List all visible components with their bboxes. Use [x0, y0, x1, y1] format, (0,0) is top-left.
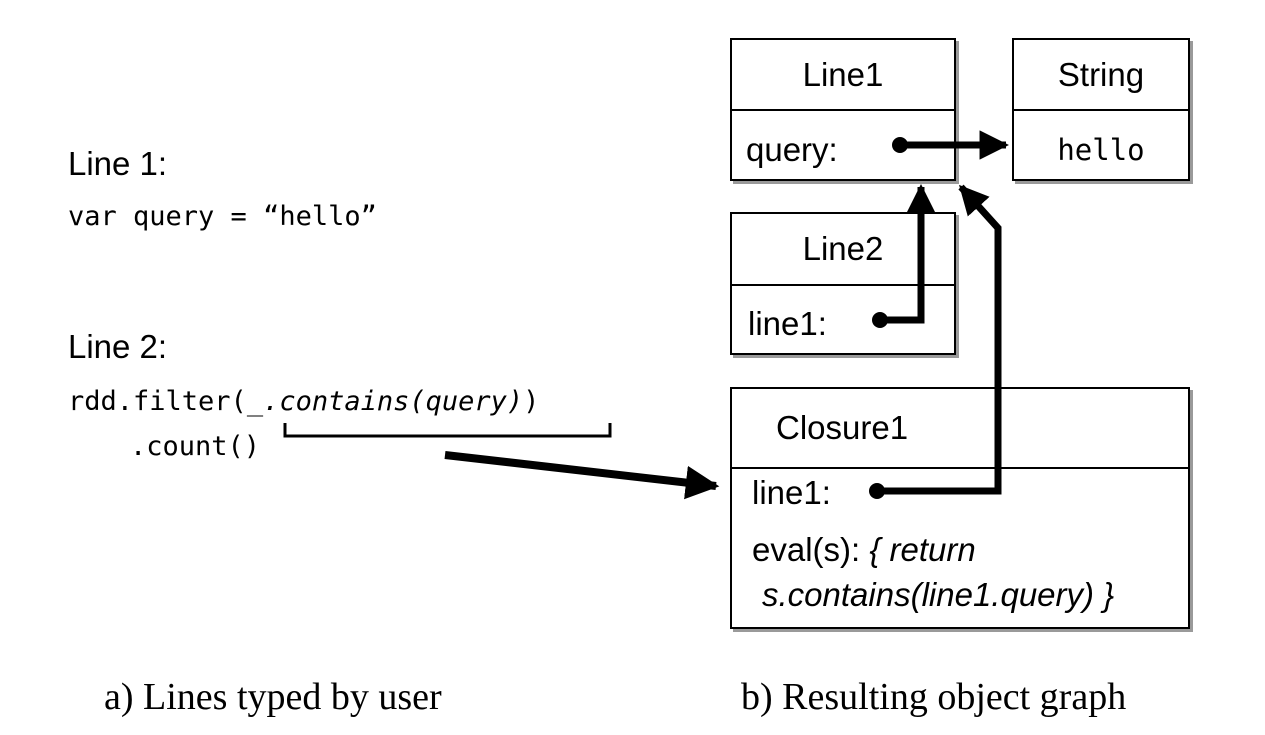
string-value: hello — [1057, 133, 1145, 167]
closure1-eval-prefix: eval(s): — [752, 531, 870, 568]
closure1-eval-body-1: { return — [869, 531, 976, 568]
caption-a: a) Lines typed by user — [104, 676, 442, 718]
line2-code-prefix: rdd.filter( — [68, 386, 247, 417]
line1-query-field: query: — [746, 131, 838, 168]
closure1-object-box: Closure1 line1: eval(s): { return s.cont… — [730, 387, 1190, 629]
line2-to-line1-arrow — [880, 184, 936, 324]
lambda-bracket — [283, 423, 612, 438]
line2-code-lambda: _.contains(query) — [246, 386, 524, 417]
closure1-eval-body-2: s.contains(line1.query) } — [762, 576, 1115, 613]
caption-b: b) Resulting object graph — [741, 676, 1127, 718]
line2-code-suffix: ) — [523, 386, 540, 417]
line2-label: Line 2: — [68, 328, 168, 365]
string-object-box: String hello — [1012, 38, 1190, 181]
line2-object-title: Line2 — [732, 214, 954, 286]
line1-code: var query = “hello” — [68, 201, 377, 232]
closure1-eval-line: eval(s): { return — [752, 533, 976, 566]
line1-object-box: Line1 query: — [730, 38, 956, 181]
line2-line1-field: line1: — [748, 305, 827, 342]
line2-code-continuation: .count() — [130, 431, 261, 462]
line2-code: rdd.filter(_.contains(query)) — [68, 388, 539, 415]
lambda-to-closure-arrow — [444, 451, 720, 500]
line1-label: Line 1: — [68, 145, 168, 182]
closure1-line1-field: line1: — [752, 474, 831, 511]
line1-object-title: Line1 — [732, 40, 954, 111]
closure-to-line1-arrow — [877, 184, 1002, 495]
string-object-title: String — [1014, 40, 1188, 111]
closure1-object-title: Closure1 — [732, 389, 1188, 469]
